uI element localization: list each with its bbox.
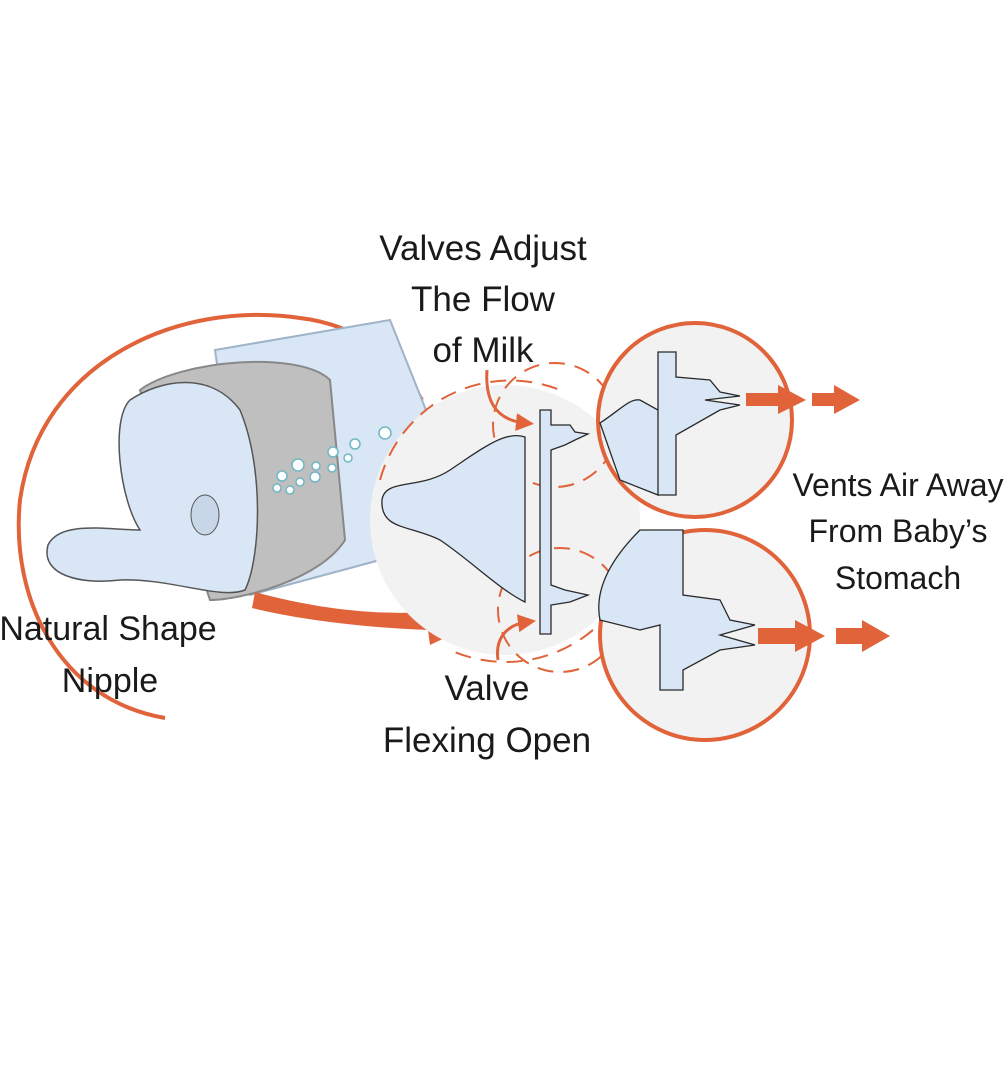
top-valve-detail xyxy=(596,321,860,519)
valve-flexing-label: Valve Flexing Open xyxy=(383,669,591,760)
label-line: of Milk xyxy=(432,331,534,370)
label-line: Nipple xyxy=(62,662,158,700)
bottom-valve-detail xyxy=(598,528,890,742)
label-line: Stomach xyxy=(835,560,961,596)
label-line: From Baby’s xyxy=(808,513,987,549)
label-line: Vents Air Away xyxy=(792,467,1003,503)
valve-flexing-pointer xyxy=(495,614,536,661)
label-line: The Flow xyxy=(411,280,556,319)
label-line: Valve xyxy=(445,669,530,708)
label-line: Valves Adjust xyxy=(379,229,587,268)
label-line: Natural Shape xyxy=(0,610,217,648)
valves-adjust-label: Valves Adjust The Flow of Milk xyxy=(379,229,587,370)
label-line: Flexing Open xyxy=(383,721,591,760)
valves-adjust-pointer xyxy=(485,369,534,432)
nipple-cross-section xyxy=(381,409,591,635)
natural-shape-label: Natural Shape Nipple xyxy=(0,610,217,700)
pointer-arrow xyxy=(252,592,478,645)
vents-air-label: Vents Air Away From Baby’s Stomach xyxy=(792,467,1003,596)
